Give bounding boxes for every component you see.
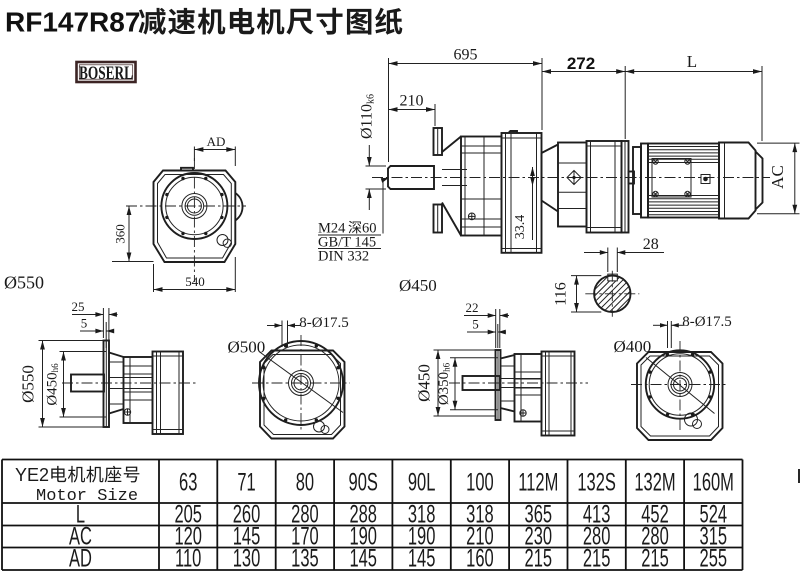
svg-text:BOSERL: BOSERL xyxy=(79,64,133,84)
svg-text:Ø350h6: Ø350h6 xyxy=(436,362,452,405)
svg-text:132S: 132S xyxy=(577,469,616,496)
svg-text:AC: AC xyxy=(69,523,92,550)
svg-text:Ø550: Ø550 xyxy=(4,273,44,293)
svg-text:452: 452 xyxy=(641,501,669,528)
svg-text:112M: 112M xyxy=(518,469,558,496)
svg-text:71: 71 xyxy=(237,469,255,496)
svg-text:DIN 332: DIN 332 xyxy=(318,249,369,265)
svg-text:210: 210 xyxy=(466,523,494,550)
svg-text:5: 5 xyxy=(81,316,88,331)
svg-text:90S: 90S xyxy=(349,469,378,496)
svg-text:80: 80 xyxy=(296,469,314,496)
svg-text:YE2: YE2 xyxy=(15,465,49,485)
svg-text:AD: AD xyxy=(69,545,92,572)
svg-text:Ø400: Ø400 xyxy=(614,337,652,356)
svg-text:215: 215 xyxy=(641,545,669,572)
svg-text:170: 170 xyxy=(291,523,319,550)
svg-text:63: 63 xyxy=(179,469,197,496)
svg-text:116: 116 xyxy=(553,282,570,305)
svg-text:272: 272 xyxy=(567,54,595,73)
svg-text:540: 540 xyxy=(185,274,205,289)
svg-text:288: 288 xyxy=(349,501,377,528)
svg-text:145: 145 xyxy=(408,545,436,572)
svg-text:L: L xyxy=(687,52,697,71)
svg-text:Ø450: Ø450 xyxy=(415,364,434,402)
svg-text:60: 60 xyxy=(362,221,377,237)
svg-text:160: 160 xyxy=(466,545,494,572)
svg-text:215: 215 xyxy=(525,545,553,572)
svg-text:190: 190 xyxy=(408,523,436,550)
svg-text:360: 360 xyxy=(113,224,128,244)
svg-text:145: 145 xyxy=(349,545,377,572)
svg-text:120: 120 xyxy=(174,523,202,550)
svg-text:413: 413 xyxy=(583,501,611,528)
svg-text:Motor Size: Motor Size xyxy=(36,487,138,506)
svg-text:280: 280 xyxy=(583,523,611,550)
svg-text:GB/T 145: GB/T 145 xyxy=(318,235,376,251)
svg-text:318: 318 xyxy=(408,501,436,528)
svg-text:280: 280 xyxy=(641,523,669,550)
svg-text:215: 215 xyxy=(583,545,611,572)
svg-text:33.4: 33.4 xyxy=(513,215,528,240)
svg-text:315: 315 xyxy=(700,523,728,550)
svg-text:M24: M24 xyxy=(318,221,346,237)
svg-text:Ø550: Ø550 xyxy=(19,365,38,403)
svg-text:5: 5 xyxy=(472,317,479,332)
svg-text:205: 205 xyxy=(174,501,202,528)
svg-text:Ø500: Ø500 xyxy=(228,338,266,357)
svg-text:RF147R87: RF147R87 xyxy=(5,7,140,38)
svg-text:25: 25 xyxy=(72,299,85,314)
svg-text:695: 695 xyxy=(454,47,478,64)
svg-text:260: 260 xyxy=(233,501,261,528)
svg-text:132M: 132M xyxy=(634,469,675,496)
svg-text:Ø450h6: Ø450h6 xyxy=(45,363,61,406)
svg-text:130: 130 xyxy=(233,545,261,572)
svg-text:AD: AD xyxy=(207,134,226,149)
svg-text:8-Ø17.5: 8-Ø17.5 xyxy=(299,315,349,331)
svg-text:365: 365 xyxy=(525,501,553,528)
svg-text:230: 230 xyxy=(525,523,553,550)
svg-text:280: 280 xyxy=(291,501,319,528)
svg-text:318: 318 xyxy=(466,501,494,528)
svg-text:160M: 160M xyxy=(693,469,734,496)
svg-text:22: 22 xyxy=(466,300,479,315)
svg-text:90L: 90L xyxy=(408,469,436,496)
svg-text:210: 210 xyxy=(400,93,424,110)
svg-text:145: 145 xyxy=(233,523,261,550)
svg-text:Ø450: Ø450 xyxy=(399,276,437,295)
svg-text:8-Ø17.5: 8-Ø17.5 xyxy=(682,314,732,330)
svg-text:28: 28 xyxy=(643,236,659,253)
svg-text:135: 135 xyxy=(291,545,319,572)
svg-text:255: 255 xyxy=(700,545,728,572)
svg-text:100: 100 xyxy=(466,469,494,496)
svg-text:Ø110k6: Ø110k6 xyxy=(359,94,377,139)
svg-text:110: 110 xyxy=(175,545,201,572)
svg-text:AC: AC xyxy=(768,165,787,189)
svg-text:524: 524 xyxy=(700,501,728,528)
svg-text:190: 190 xyxy=(349,523,377,550)
svg-text:L: L xyxy=(76,501,85,528)
